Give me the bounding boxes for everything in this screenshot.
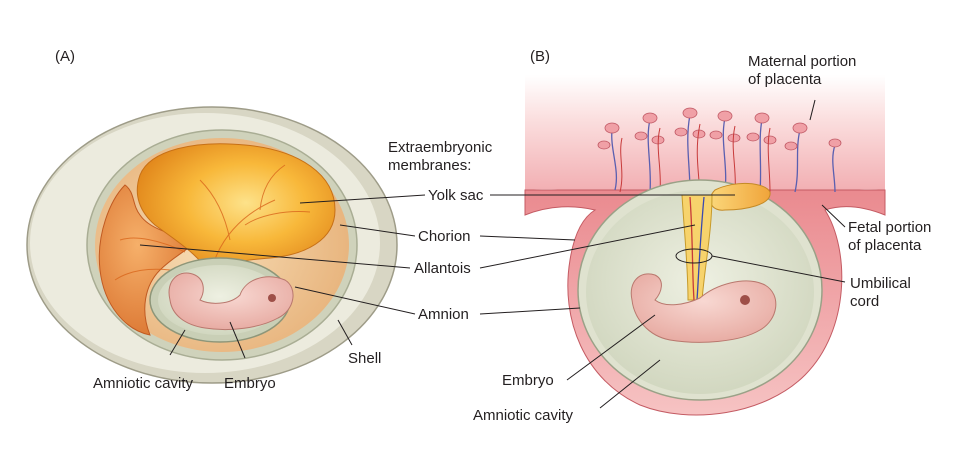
egg-embryo-label: Embryo [224,375,276,392]
placenta-embryo-label: Embryo [502,372,554,389]
placenta-amniotic-cavity-label: Amniotic cavity [473,407,574,424]
yolk-sac-label: Yolk sac [428,187,484,204]
extraembryonic-heading-line2: membranes: [388,157,471,174]
text-labels: (A) (B) Maternal portion of placenta Ext… [55,48,931,424]
panel-a-egg [26,106,398,384]
umbilical-label-line2: cord [850,293,879,310]
umbilical-label-line1: Umbilical [850,275,911,292]
placenta-embryo [630,273,777,343]
chorion-label: Chorion [418,228,471,245]
maternal-placenta [525,75,885,200]
fetal-label-line2: of placenta [848,237,922,254]
egg-embryo [168,272,294,331]
amnion-label: Amnion [418,306,469,323]
panel-b-placenta [524,75,886,454]
egg-allantois [98,184,196,336]
villi-tips [597,107,842,151]
egg-amniotic-cavity-label: Amniotic cavity [93,375,194,392]
allantois-label: Allantois [414,260,471,277]
maternal-label-line1: Maternal portion [748,53,856,70]
egg-yolk-sac [136,143,336,276]
fetal-label-line1: Fetal portion [848,219,931,236]
extraembryonic-heading-line1: Extraembryonic [388,139,493,156]
yolk-vessels [114,164,311,281]
panel-a-label: (A) [55,48,75,65]
leader-lines [139,99,846,409]
shell-label: Shell [348,350,381,367]
panel-b-label: (B) [530,48,550,65]
maternal-label-line2: of placenta [748,71,822,88]
